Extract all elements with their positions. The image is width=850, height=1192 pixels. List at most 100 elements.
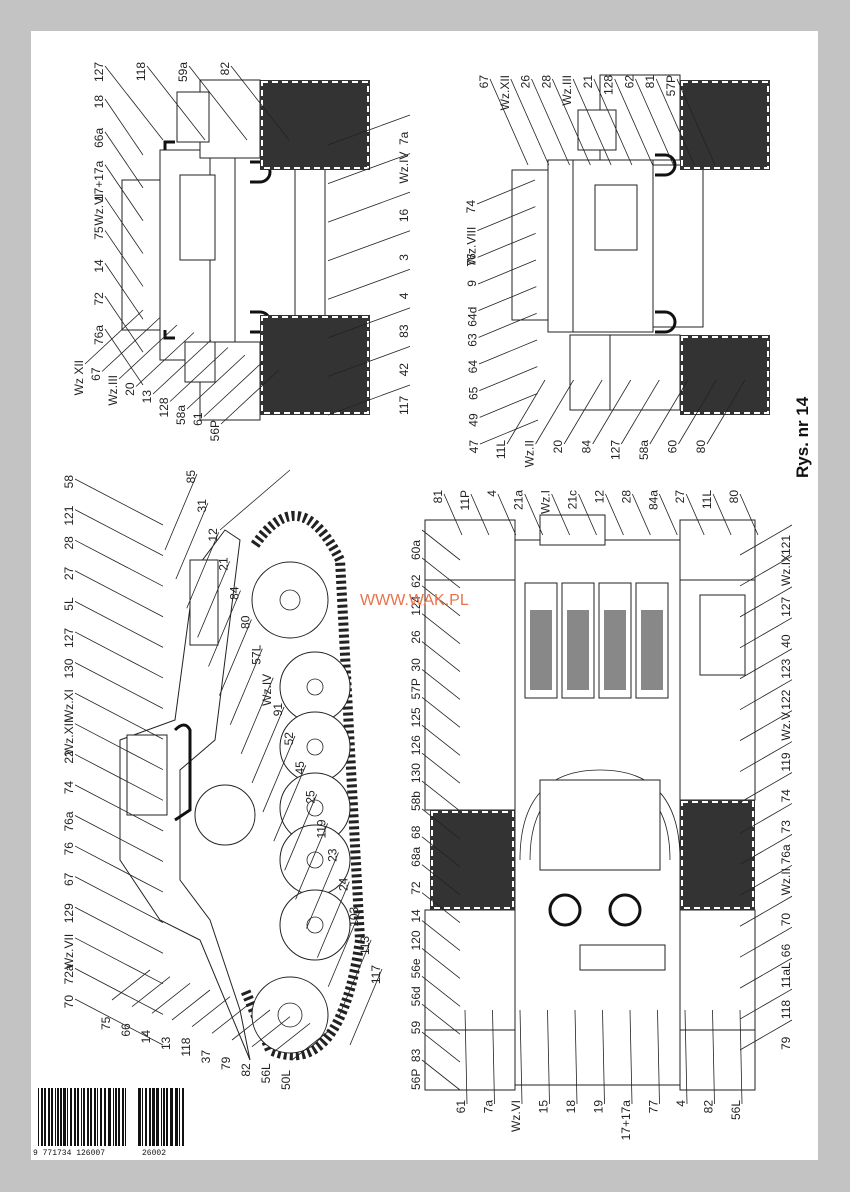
rear-view-leader-line	[477, 259, 537, 285]
top-view-leader-line	[739, 524, 793, 556]
top-view-leader-line	[657, 1009, 660, 1105]
front-view-leader-line	[327, 346, 411, 377]
top-view-label: Wz.IX	[779, 554, 793, 586]
side-view-leader-line	[327, 910, 361, 987]
front-view-label: 127	[92, 62, 106, 82]
front-view-label: Wz.IV	[397, 152, 411, 184]
barcode-bar	[108, 1088, 111, 1146]
top-view-label: 68a	[409, 846, 423, 866]
top-view-label: 18	[564, 1100, 578, 1114]
top-view-label: Wz.VI	[509, 1100, 523, 1132]
barcode-bar	[166, 1088, 168, 1146]
side-view-leader-line	[74, 876, 164, 924]
top-view-label: 68	[409, 825, 423, 839]
road-wheels	[194, 561, 351, 1054]
side-view-label: 118	[179, 1037, 193, 1056]
top-view-label: 56e	[409, 958, 423, 978]
barcode-bar	[170, 1088, 173, 1146]
top-view-label: 126	[409, 735, 423, 755]
barcode-bar	[41, 1088, 43, 1146]
side-view-leader-line	[306, 852, 339, 929]
side-view-leader-line	[74, 692, 164, 740]
top-view-label: 27	[673, 490, 687, 504]
barcode-bar	[48, 1088, 50, 1146]
barcode-bar	[115, 1088, 117, 1146]
top-view-leader-line	[739, 1009, 743, 1105]
top-view-leader-line	[712, 1009, 715, 1105]
side-view-leader-line	[349, 968, 383, 1046]
side-view-leader-line	[74, 968, 164, 1015]
side-view-label: 74	[62, 781, 76, 795]
side-view-leader-line	[197, 561, 231, 638]
barcode-main-bars	[38, 1088, 126, 1146]
rear-view-leader-line	[614, 78, 654, 166]
side-view-label: 72a	[62, 964, 76, 984]
top-view-label: 26	[409, 630, 423, 644]
top-view-label: 56L	[729, 1100, 743, 1120]
barcode-bar	[122, 1088, 124, 1146]
side-view-label: 27	[62, 566, 76, 580]
front-view-leader-line	[104, 328, 144, 386]
rear-view-label: 128	[602, 75, 616, 95]
side-view-leader-line	[74, 509, 164, 556]
rear-view-leader-line	[478, 286, 537, 312]
top-view-leader-line	[547, 1009, 550, 1105]
top-view-label: 125	[409, 707, 423, 727]
front-view	[121, 79, 370, 421]
top-view-leader-line	[605, 493, 624, 536]
rear-view-leader-line	[572, 78, 612, 166]
front-view-leader-line	[327, 268, 411, 300]
side-view-leader-line	[208, 590, 241, 667]
rear-view-label: 60	[665, 440, 679, 454]
front-view-label: 58a	[174, 405, 188, 425]
side-view-leader-line	[74, 723, 164, 771]
barcode-bar	[104, 1088, 106, 1146]
top-view-leader-line	[421, 697, 461, 728]
side-view-label: Wz.IV	[260, 674, 274, 706]
side-view-leader-line	[74, 662, 164, 709]
top-view-leader-line	[421, 613, 461, 644]
side-view-leader-line	[74, 815, 164, 862]
side-view-label: 75	[99, 1016, 113, 1030]
side-view-label: 121	[62, 505, 76, 525]
side-view-leader-line	[186, 532, 220, 609]
barcode-bar	[118, 1088, 120, 1146]
front-view-leader-line	[135, 332, 195, 387]
top-view-label: 59	[409, 1021, 423, 1035]
top-view-leader-line	[684, 1009, 688, 1105]
front-view-label: 7a	[397, 131, 411, 145]
barcode-supplement-number: 26002	[142, 1149, 166, 1158]
barcode-bar	[145, 1088, 147, 1146]
rear-track-bottom	[680, 335, 770, 415]
top-view-label: 66	[779, 944, 793, 958]
side-view-label: 5L	[62, 597, 76, 611]
rear-view-label: 20	[551, 440, 565, 454]
top-view-leader-line	[739, 679, 793, 711]
rear-view-label: 63	[466, 333, 480, 347]
top-view-label: 124	[409, 595, 423, 615]
barcode-bar	[161, 1088, 162, 1146]
front-view-leader-line	[188, 65, 248, 141]
barcode-bar	[87, 1088, 89, 1146]
top-view-label: 4	[485, 490, 499, 497]
rear-view-label: 127	[608, 440, 622, 460]
side-view-label: 76	[62, 842, 76, 856]
top-view-label: 80	[727, 490, 741, 504]
rear-view-label: 65	[466, 386, 480, 400]
barcode-bar	[81, 1088, 82, 1146]
side-view-leader-line	[251, 1016, 291, 1047]
rear-view-label: 57P	[664, 75, 678, 96]
barcode-bar	[90, 1088, 92, 1146]
top-view-leader-line	[739, 1019, 793, 1051]
top-view-leader-line	[421, 752, 461, 784]
rear-view-label: 26	[519, 75, 533, 89]
rear-view-label: 47	[467, 440, 481, 454]
rear-view-label: 49	[467, 413, 481, 427]
rear-view	[511, 74, 770, 415]
rear-view-label: 74	[464, 200, 478, 214]
side-view-leader-line	[262, 735, 296, 813]
front-view-leader-line	[327, 191, 411, 223]
top-view-label: 4	[674, 1100, 688, 1107]
front-view-label: 61	[191, 412, 205, 426]
